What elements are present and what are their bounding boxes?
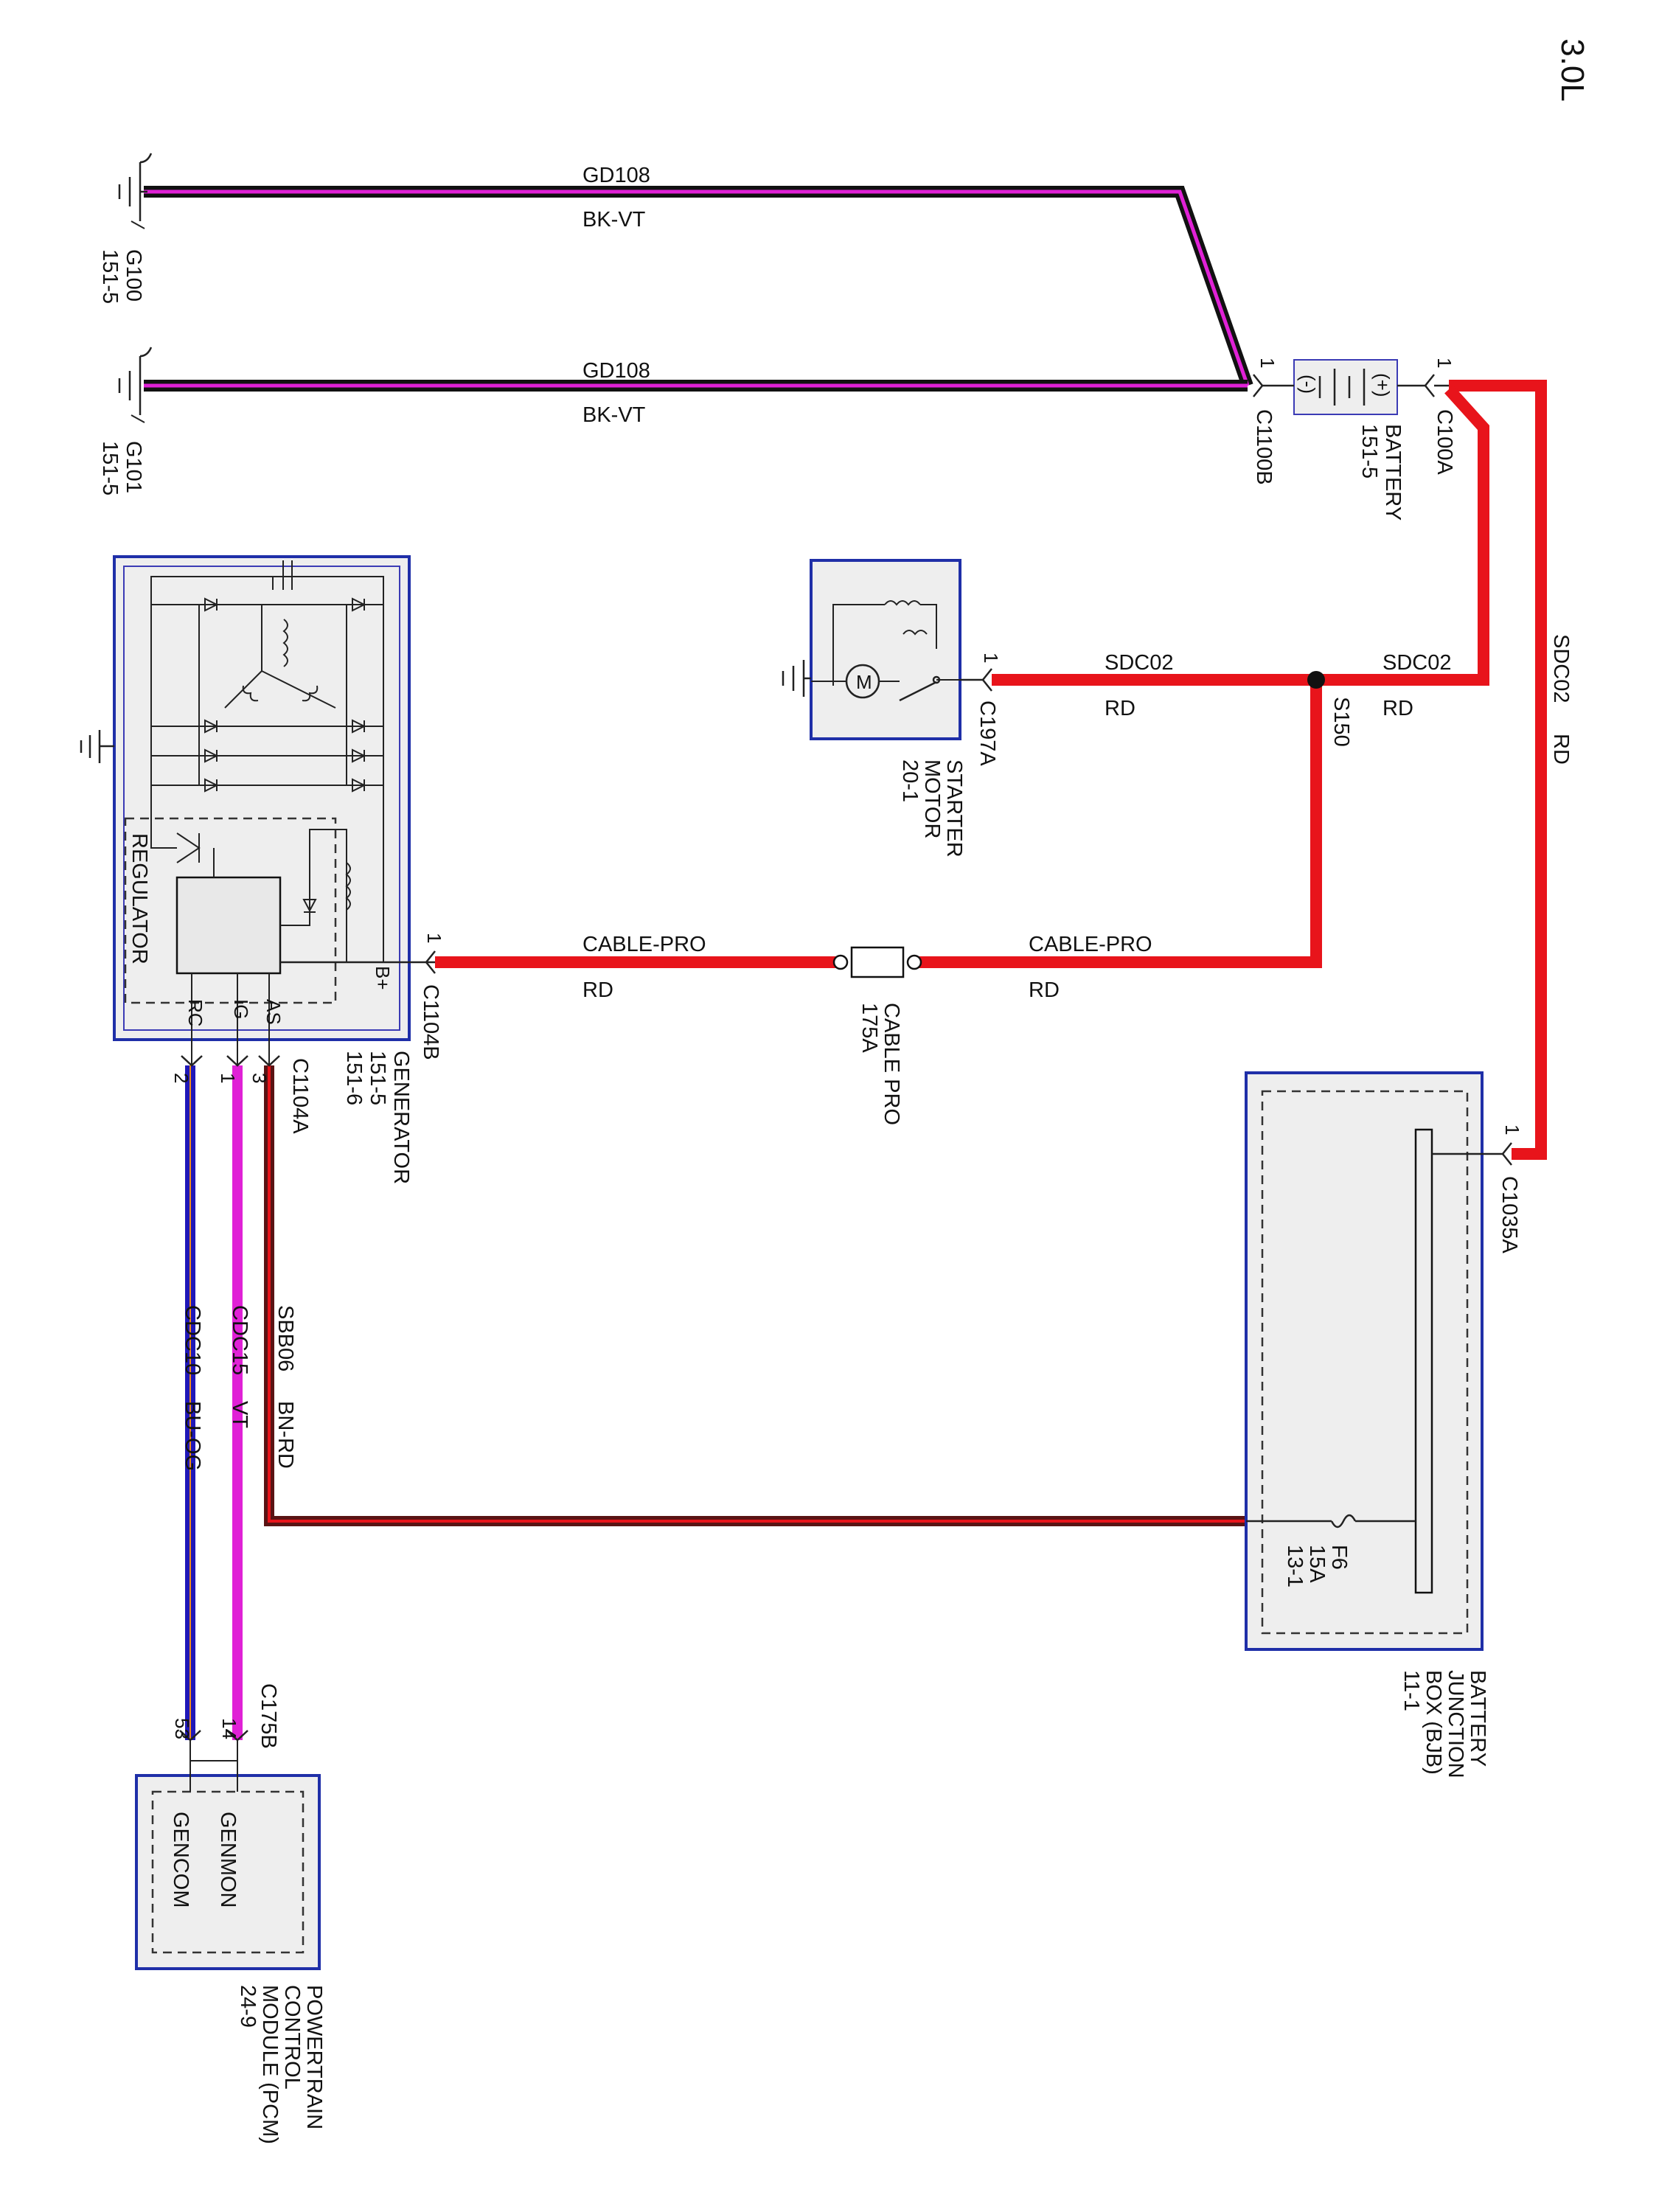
starter-name-line1: STARTER xyxy=(942,759,966,858)
generator-ref1: 151-5 xyxy=(366,1051,389,1105)
starter-motor xyxy=(810,559,961,740)
pcm-genmon-label: GENMON xyxy=(216,1812,240,1908)
generator-harness-connector: C1104A xyxy=(288,1058,312,1134)
battery-pos-connector: C100A xyxy=(1433,409,1456,475)
pcm-connector: C175B xyxy=(257,1683,280,1749)
generator-bplus-pin: 1 xyxy=(423,933,445,943)
battery-neg-label: (-) xyxy=(1297,375,1319,394)
starter-ref: 20-1 xyxy=(898,759,922,802)
generator-bplus-connector-icon xyxy=(425,950,436,974)
generator-name: GENERATOR xyxy=(389,1051,413,1184)
wire-color-cdc10: BU-OG xyxy=(181,1401,204,1471)
wire-color-cable-pro-right: RD xyxy=(1029,978,1060,1002)
ground-g100 xyxy=(118,153,153,229)
fusible-link-rating: 175A xyxy=(858,1003,881,1053)
wire-cable-pro-right xyxy=(914,680,1322,968)
starter-motor-symbol: M xyxy=(856,671,872,693)
battery-ref: 151-5 xyxy=(1357,424,1381,479)
battery-name: BATTERY xyxy=(1381,424,1405,521)
wire-label-sdc02-starter: SDC02 xyxy=(1105,651,1174,675)
bjb-pin: 1 xyxy=(1501,1124,1523,1135)
ground-g100-name: G100 xyxy=(122,249,145,302)
wire-label-gd108-bottom: GD108 xyxy=(582,359,650,383)
pcm-genmon-pin: 14 xyxy=(218,1718,240,1739)
bjb-name-line2: JUNCTION xyxy=(1444,1670,1467,1778)
generator-rc-pin: 2 xyxy=(170,1073,192,1083)
wire-sbb06 xyxy=(264,1065,1246,1526)
generator-ref2: 151-6 xyxy=(342,1051,366,1105)
starter-pin: 1 xyxy=(980,653,1002,663)
wire-label-sdc02-right: SDC02 xyxy=(1549,634,1573,703)
ground-g100-symbol: G100 151-5 xyxy=(98,249,145,304)
wire-sdc02-right xyxy=(1449,380,1547,1160)
battery-pos-pin: 1 xyxy=(1433,358,1455,368)
fusible-link xyxy=(832,946,922,978)
battery xyxy=(1293,359,1398,415)
pcm-gencom-label: GENCOM xyxy=(169,1812,192,1908)
generator-rc-label: RC xyxy=(184,999,206,1027)
wire-label-gd108-top: GD108 xyxy=(582,164,650,187)
wire-color-sbb06: BN-RD xyxy=(274,1401,297,1469)
bjb-fuse-name: F6 xyxy=(1327,1545,1351,1570)
starter-connector: C197A xyxy=(975,700,999,766)
generator-bplus-label: B+ xyxy=(372,966,394,990)
pcm-gencom-pin: 53 xyxy=(171,1718,193,1739)
starter-connector-icon xyxy=(981,668,992,692)
wire-gd108-top xyxy=(144,186,1253,388)
bjb-fuse-rating: 15A xyxy=(1305,1545,1329,1583)
generator-harness-connector-icon xyxy=(181,1055,280,1067)
wire-label-sbb06: SBB06 xyxy=(274,1305,297,1371)
page-title: 3.0L xyxy=(1554,38,1590,102)
generator-as-pin: 3 xyxy=(248,1073,271,1083)
wire-label-cdc10: CDC10 xyxy=(181,1305,204,1375)
splice-s150 xyxy=(1307,671,1325,689)
ground-g100-ref: 151-5 xyxy=(98,249,122,304)
ground-g101 xyxy=(118,347,153,423)
wire-color-sdc02-right: RD xyxy=(1549,734,1573,765)
ground-g101-name: G101 xyxy=(122,441,145,493)
wire-label-cable-pro-left: CABLE-PRO xyxy=(582,933,706,956)
wire-color-cable-pro-left: RD xyxy=(582,978,613,1002)
battery-pos-connector-icon xyxy=(1424,374,1435,397)
wire-color-gd108-bottom: BK-VT xyxy=(582,403,646,427)
starter-ground-icon xyxy=(782,660,811,697)
wire-color-cdc15: VT xyxy=(228,1401,251,1428)
wire-label-sdc02-mid: SDC02 xyxy=(1382,651,1452,675)
bjb-name-line1: BATTERY xyxy=(1466,1670,1489,1767)
bjb-connector: C1035A xyxy=(1498,1176,1521,1253)
pcm-connector-icon xyxy=(179,1730,248,1742)
generator-regulator-label: REGULATOR xyxy=(128,833,151,964)
wire-label-cable-pro-right: CABLE-PRO xyxy=(1029,933,1152,956)
starter-name-line2: MOTOR xyxy=(920,759,944,838)
pcm-name-line1: POWERTRAIN xyxy=(302,1985,326,2129)
battery-neg-pin: 1 xyxy=(1256,358,1279,368)
generator-ground-icon xyxy=(80,730,114,763)
wire-label-cdc15: CDC15 xyxy=(228,1305,251,1375)
battery-pos-label: (+) xyxy=(1371,373,1394,397)
generator xyxy=(113,555,435,1065)
wire-color-gd108-top: BK-VT xyxy=(582,208,646,232)
fusible-link-name: CABLE PRO xyxy=(880,1003,903,1125)
generator-as-label: AS xyxy=(262,999,285,1025)
wire-sdc02-mid xyxy=(1316,385,1489,686)
bjb-ref: 11-1 xyxy=(1399,1670,1423,1711)
bjb-connector-icon xyxy=(1501,1142,1512,1166)
bjb-fuse-ref: 13-1 xyxy=(1283,1545,1307,1587)
generator-ig-pin: 1 xyxy=(217,1073,239,1083)
generator-bplus-connector: C1104B xyxy=(419,984,442,1060)
battery-neg-connector: C1100B xyxy=(1252,409,1276,485)
splice-s150-label: S150 xyxy=(1329,697,1353,747)
bjb-name-line3: BOX (BJB) xyxy=(1422,1670,1445,1775)
wire-color-sdc02-starter: RD xyxy=(1105,697,1135,720)
battery-neg-connector-icon xyxy=(1253,374,1264,397)
pcm-name-line3: MODULE (PCM) xyxy=(258,1985,282,2144)
powertrain-control-module xyxy=(135,1740,321,1970)
generator-ig-label: IG xyxy=(230,999,252,1019)
battery-junction-box xyxy=(1245,1071,1503,1651)
pcm-name-line2: CONTROL xyxy=(280,1985,304,2090)
pcm-ref: 24-9 xyxy=(236,1985,260,2028)
ground-g101-ref: 151-5 xyxy=(98,441,122,495)
wire-color-sdc02-mid: RD xyxy=(1382,697,1413,720)
